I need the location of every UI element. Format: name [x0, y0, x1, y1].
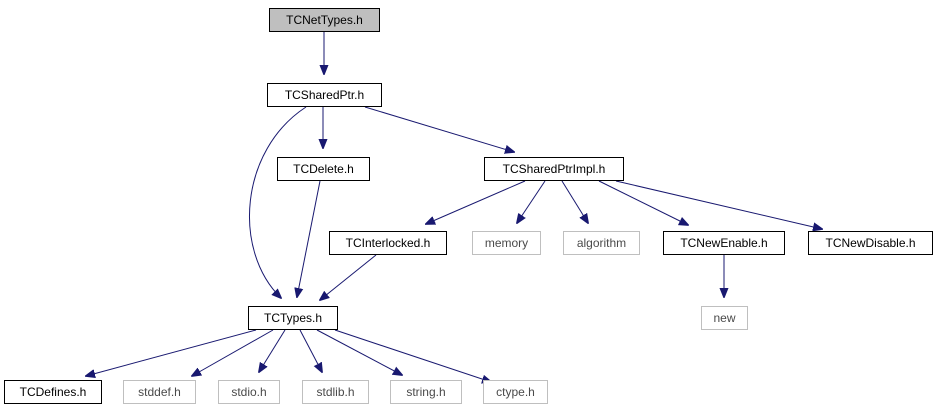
- edge-tcsharedptr-to-tcsharedptrimpl: [364, 106, 514, 152]
- node-tcdelete[interactable]: TCDelete.h: [277, 157, 370, 181]
- edge-tcsharedptr-to-tctypes: [249, 106, 307, 298]
- edge-tcsharedptrimpl-to-tcnewdisable: [615, 180, 822, 229]
- node-string: string.h: [390, 380, 462, 404]
- edge-tcsharedptrimpl-to-tcinterlocked: [426, 180, 526, 224]
- node-tctypes[interactable]: TCTypes.h: [248, 306, 338, 330]
- edge-tcdelete-to-tctypes: [297, 180, 321, 297]
- node-stdio: stdio.h: [218, 380, 280, 404]
- edge-tctypes-to-stddef: [192, 329, 274, 376]
- edge-tctypes-to-ctype: [334, 329, 491, 382]
- edge-tcsharedptrimpl-to-tcnewenable: [598, 180, 688, 225]
- node-ctype: ctype.h: [483, 380, 548, 404]
- node-new: new: [701, 306, 748, 330]
- edge-tcsharedptrimpl-to-memory: [517, 180, 546, 223]
- edge-tctypes-to-tcdefines: [86, 329, 257, 376]
- node-tcsharedptr[interactable]: TCSharedPtr.h: [267, 83, 382, 107]
- node-tcnettypes: TCNetTypes.h: [269, 8, 380, 32]
- edge-tctypes-to-string: [316, 329, 402, 375]
- edge-tcsharedptrimpl-to-algorithm: [561, 180, 588, 223]
- edge-tctypes-to-stdlib: [299, 329, 322, 372]
- node-stddef: stddef.h: [123, 380, 196, 404]
- node-tcdefines[interactable]: TCDefines.h: [4, 380, 102, 404]
- node-stdlib: stdlib.h: [302, 380, 369, 404]
- node-algorithm: algorithm: [563, 231, 640, 255]
- node-memory: memory: [472, 231, 541, 255]
- edge-tctypes-to-stdio: [259, 329, 286, 372]
- node-tcnewdisable[interactable]: TCNewDisable.h: [808, 231, 933, 255]
- node-tcsharedptrimpl[interactable]: TCSharedPtrImpl.h: [484, 157, 624, 181]
- node-tcinterlocked[interactable]: TCInterlocked.h: [329, 231, 447, 255]
- edge-tcinterlocked-to-tctypes: [320, 254, 377, 300]
- node-tcnewenable[interactable]: TCNewEnable.h: [663, 231, 785, 255]
